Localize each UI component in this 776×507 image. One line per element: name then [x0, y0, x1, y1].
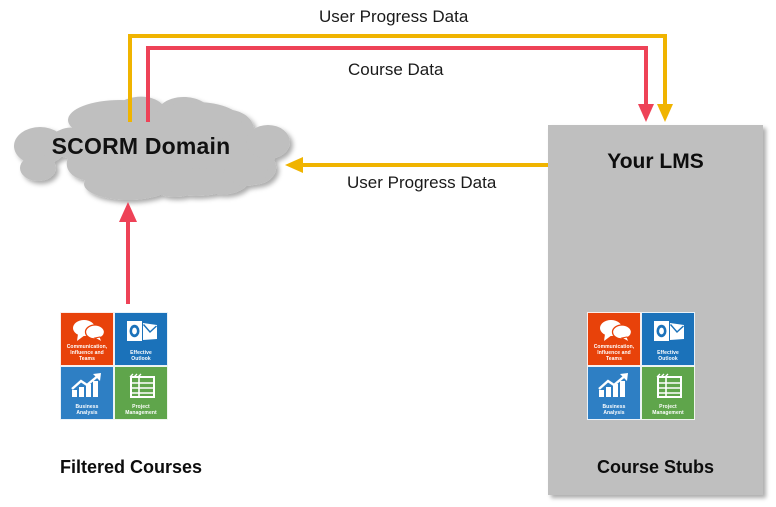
course-tile-label: Effective Outlook: [657, 349, 679, 362]
course-tile-communication[interactable]: Communication, Influence and Teams: [60, 312, 114, 366]
outlook-envelope-icon: [642, 316, 694, 346]
course-tile-label: Business Analysis: [75, 403, 99, 416]
your-lms-box: [548, 125, 763, 495]
course-tile-label: Project Management: [652, 403, 684, 416]
course-tile-business-analysis[interactable]: Business Analysis: [60, 366, 114, 420]
flow-label-user-progress-top: User Progress Data: [319, 7, 469, 26]
filtered-courses-caption: Filtered Courses: [59, 457, 203, 477]
scorm-domain-label: SCORM Domain: [51, 133, 231, 159]
course-tile-outlook[interactable]: Effective Outlook: [114, 312, 168, 366]
spreadsheet-grid-icon: [642, 370, 694, 400]
spreadsheet-grid-icon: [115, 370, 167, 400]
flow-filtered-courses-up: [119, 202, 137, 304]
flow-label-course-data: Course Data: [348, 60, 444, 79]
your-lms-label: Your LMS: [607, 150, 704, 173]
bar-chart-arrow-icon: [588, 370, 640, 400]
course-tile-outlook[interactable]: Effective Outlook: [641, 312, 695, 366]
outlook-envelope-icon: [115, 316, 167, 346]
flow-user-progress-mid: [285, 157, 550, 173]
bar-chart-arrow-icon: [61, 370, 113, 400]
course-stubs-tiles: Communication, Influence and Teams Effec…: [587, 312, 695, 420]
course-tile-communication[interactable]: Communication, Influence and Teams: [587, 312, 641, 366]
course-tile-label: Communication, Influence and Teams: [66, 343, 108, 362]
course-tile-business-analysis[interactable]: Business Analysis: [587, 366, 641, 420]
course-tile-label: Project Management: [125, 403, 157, 416]
course-stubs-caption: Course Stubs: [596, 457, 715, 477]
flow-label-user-progress-mid: User Progress Data: [347, 173, 497, 192]
filtered-courses-tiles: Communication, Influence and Teams Effec…: [60, 312, 168, 420]
course-tile-project-management[interactable]: Project Management: [641, 366, 695, 420]
course-tile-label: Business Analysis: [602, 403, 626, 416]
course-tile-label: Communication, Influence and Teams: [593, 343, 635, 362]
speech-bubbles-icon: [588, 316, 640, 346]
course-tile-label: Effective Outlook: [130, 349, 152, 362]
flow-user-progress-top: [128, 34, 673, 122]
flow-course-data: [146, 46, 654, 122]
course-tile-project-management[interactable]: Project Management: [114, 366, 168, 420]
speech-bubbles-icon: [61, 316, 113, 346]
